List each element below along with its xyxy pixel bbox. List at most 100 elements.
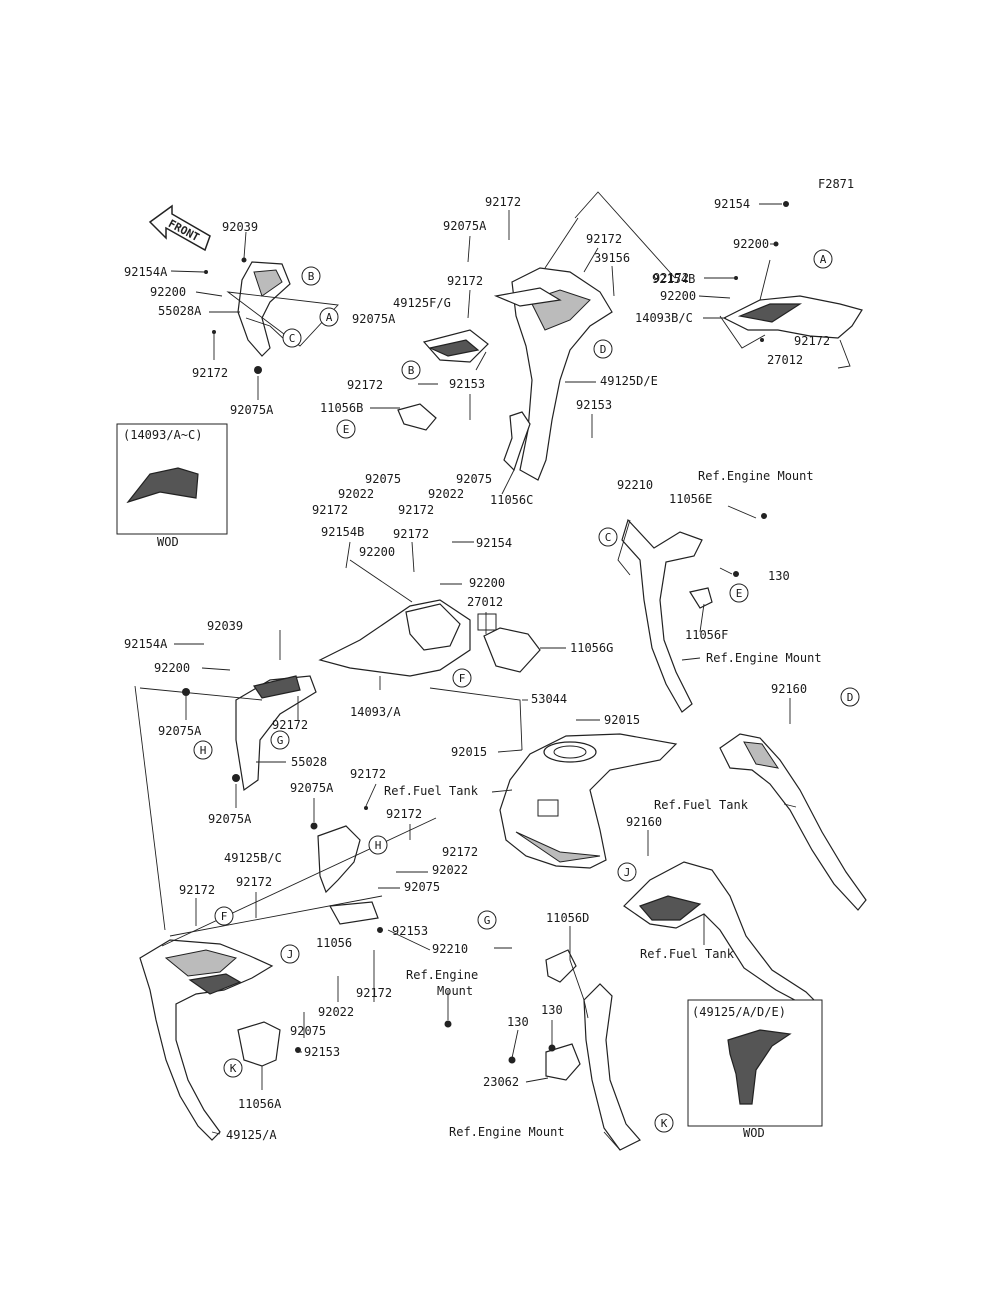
- figure-code: F2871: [818, 177, 854, 191]
- callout-circle: K: [654, 1113, 674, 1133]
- part-label: 92172: [398, 503, 434, 517]
- part-label: 92172: [386, 807, 422, 821]
- part-label: 92172: [653, 271, 689, 285]
- bracket-11056b-drawing: [397, 403, 437, 431]
- part-label: 92075A: [230, 403, 274, 417]
- part-label: 14093/A: [350, 705, 401, 719]
- svg-text:C: C: [605, 531, 612, 544]
- part-label: 55028: [291, 755, 327, 769]
- part-label: 92210: [617, 478, 653, 492]
- part-label: 92154B: [652, 272, 695, 286]
- inner-cover-14093bc-drawing: [722, 201, 863, 342]
- part-label: 92153: [304, 1045, 340, 1059]
- cowl-49125de-drawing: [493, 267, 613, 481]
- leader-line: [574, 191, 676, 279]
- part-label: 11056B: [320, 401, 363, 415]
- part-label: 92172: [794, 334, 830, 348]
- svg-text:H: H: [375, 839, 382, 852]
- part-label: 92022: [338, 487, 374, 501]
- svg-text:F: F: [221, 910, 228, 923]
- leader-lines: [170, 203, 797, 1151]
- part-label: 92200: [154, 661, 190, 675]
- part-label: 92210: [432, 942, 468, 956]
- part-label: 92172: [272, 718, 308, 732]
- part-label: 92015: [451, 745, 487, 759]
- bracket-55028a-drawing: [204, 257, 291, 374]
- part-label: 92075: [290, 1024, 326, 1038]
- part-label: 92022: [432, 863, 468, 877]
- inset-wod-2-header: (49125/A/D/E): [692, 1005, 786, 1019]
- leader-line: [139, 687, 263, 701]
- callout-circle: H: [193, 740, 213, 760]
- part-label: 92153: [392, 924, 428, 938]
- part-label: 14093B/C: [635, 311, 693, 325]
- part-label: 92039: [207, 619, 243, 633]
- part-label: 11056F: [685, 628, 728, 642]
- callout-circle: C: [598, 527, 618, 547]
- reference-label: Ref.Engine Mount: [706, 651, 822, 665]
- leader-line: [169, 895, 383, 937]
- leader-line: [569, 926, 589, 1019]
- part-label: 53044: [531, 692, 567, 706]
- reference-label: Ref.Fuel Tank: [640, 947, 735, 961]
- part-label: 49125B/C: [224, 851, 282, 865]
- callout-circle: E: [729, 583, 749, 603]
- part-label: 92075A: [352, 312, 396, 326]
- bracket-11056d-drawing: [444, 949, 641, 1151]
- bracket-11056c-drawing: [503, 411, 531, 472]
- part-label: 92039: [222, 220, 258, 234]
- bracket-11056-drawing: [329, 901, 379, 925]
- leader-line: [617, 519, 631, 576]
- callout-circle: E: [336, 419, 356, 439]
- part-label: 92172: [350, 767, 386, 781]
- reference-label: Ref.Engine: [406, 968, 478, 982]
- bracket-11056a-drawing: [237, 1021, 281, 1067]
- part-label: 92153: [576, 398, 612, 412]
- svg-text:B: B: [308, 270, 315, 283]
- callouts: B A C B D E A C E F H G D H J F J G K K: [193, 249, 860, 1133]
- part-label: 92075A: [290, 781, 334, 795]
- leader-line: [837, 339, 851, 369]
- bracket-49125bc-drawing: [295, 806, 383, 1053]
- front-arrow-icon: FRONT: [148, 204, 211, 252]
- leader-line: [245, 317, 286, 341]
- part-label: 92200: [359, 545, 395, 559]
- svg-text:J: J: [624, 866, 631, 879]
- part-label: 11056C: [490, 493, 533, 507]
- part-label: 92172: [192, 366, 228, 380]
- callout-circle: D: [840, 687, 860, 707]
- part-label: 92172: [312, 503, 348, 517]
- part-label: 92153: [449, 377, 485, 391]
- part-label: 27012: [767, 353, 803, 367]
- callout-circle: H: [368, 835, 388, 855]
- part-label: 92015: [604, 713, 640, 727]
- part-label: 11056E: [669, 492, 712, 506]
- part-label: 27012: [467, 595, 503, 609]
- part-label: 130: [768, 569, 790, 583]
- svg-text:G: G: [277, 734, 284, 747]
- callout-circle: B: [401, 360, 421, 380]
- callout-circle: F: [214, 906, 234, 926]
- part-label: 92172: [347, 378, 383, 392]
- part-label: 92172: [236, 875, 272, 889]
- bracket-55028-drawing: [182, 675, 317, 792]
- reference-label: Ref.Fuel Tank: [384, 784, 479, 798]
- svg-text:G: G: [484, 914, 491, 927]
- part-label: 11056: [316, 936, 352, 950]
- part-label: 92075A: [443, 219, 487, 233]
- svg-text:D: D: [847, 691, 854, 704]
- callout-circle: B: [301, 266, 321, 286]
- part-label: 39156: [594, 251, 630, 265]
- part-label: 11056D: [546, 911, 589, 925]
- part-label: 92075: [456, 472, 492, 486]
- leader-line: [759, 259, 771, 301]
- callout-circle: G: [270, 730, 290, 750]
- cowl-lower-left-drawing: [139, 939, 274, 1141]
- leader-line: [349, 559, 413, 603]
- reference-label: Ref.Engine Mount: [449, 1125, 565, 1139]
- svg-text:B: B: [408, 364, 415, 377]
- part-label: 92154: [714, 197, 750, 211]
- svg-text:J: J: [287, 948, 294, 961]
- part-label: 92172: [586, 232, 622, 246]
- svg-text:E: E: [736, 587, 743, 600]
